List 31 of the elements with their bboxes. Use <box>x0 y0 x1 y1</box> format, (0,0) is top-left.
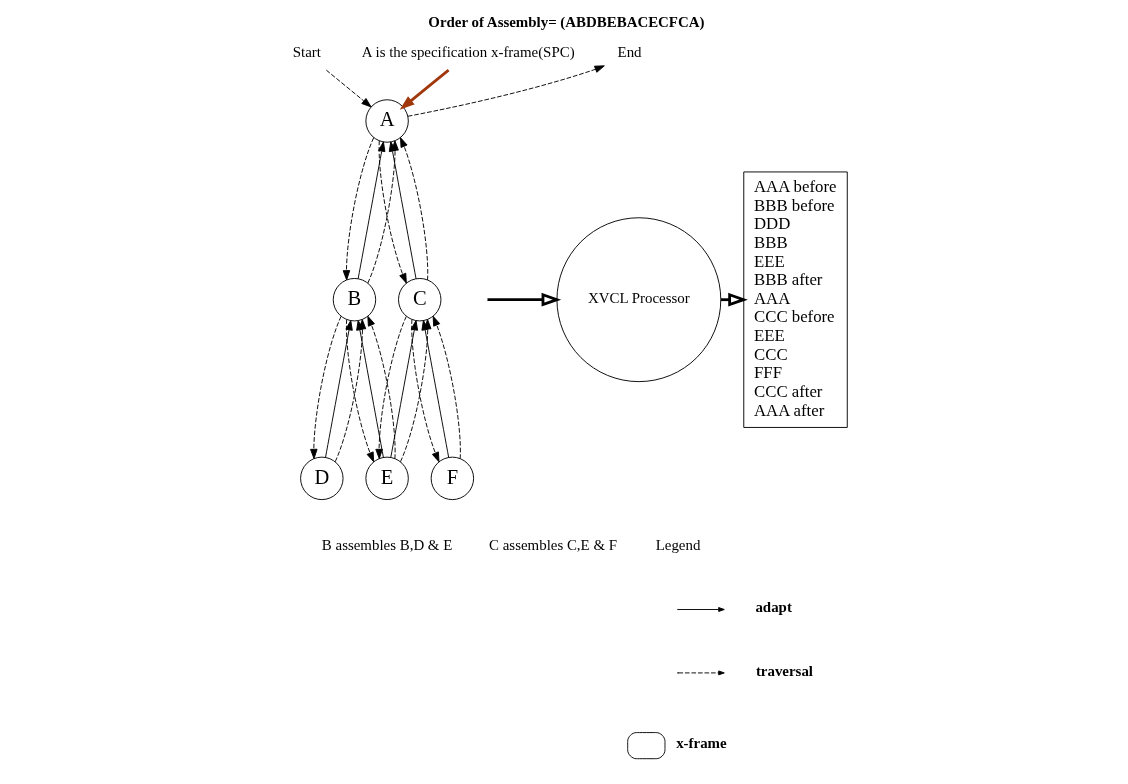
arrow <box>309 315 342 460</box>
legend-label: adapt <box>754 599 792 616</box>
node-text: Start <box>292 43 321 60</box>
node-circle: B <box>332 278 376 322</box>
node-text: End <box>617 43 642 60</box>
arrow <box>366 315 396 460</box>
arrow <box>399 137 428 281</box>
arrow <box>357 141 385 280</box>
arrow <box>389 320 418 459</box>
node-text: A is the specification x-frame(SPC) <box>361 43 575 60</box>
label: C assembles C,E & F <box>488 536 617 553</box>
node-circle: F <box>430 456 474 501</box>
arrow <box>486 292 561 307</box>
arrow <box>342 137 374 281</box>
node-circle: D <box>299 456 343 501</box>
arrow <box>406 65 605 117</box>
node-box: AAA before BBB before DDD BBB EEE BBB after AAA CCC before EEE CCC FFF CCC after AAA after <box>742 171 848 428</box>
node-circle: C <box>397 278 441 322</box>
arrow <box>324 320 353 459</box>
arrow <box>325 69 372 108</box>
legend-label: traversal <box>755 662 813 679</box>
arrow <box>374 315 407 460</box>
node-circle: E <box>364 456 409 501</box>
legend-label: x-frame <box>675 735 727 752</box>
node-circle: XVCL Processor <box>555 217 721 383</box>
diagram-title: Order of Assembly= (ABDBEBACECFCA) <box>427 13 704 30</box>
arrow <box>399 69 449 110</box>
node-circle: A <box>364 99 409 143</box>
label: Legend <box>655 536 700 553</box>
label: B assembles B,D & E <box>321 536 452 553</box>
arrow <box>432 315 461 460</box>
